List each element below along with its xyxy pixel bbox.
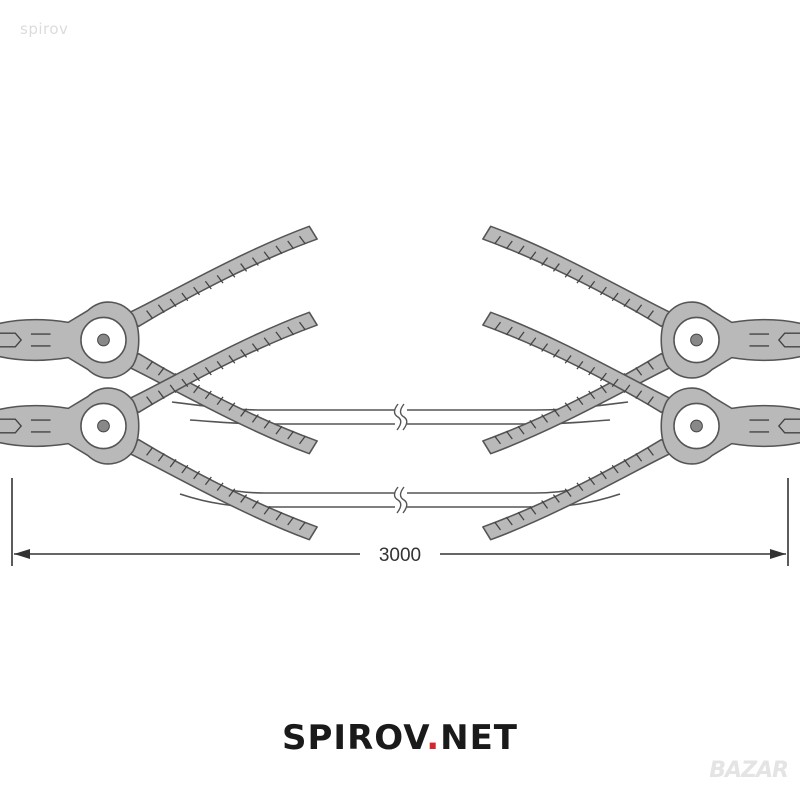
dimension-label: 3000 bbox=[379, 545, 421, 566]
bazar-logo: BAZAR bbox=[709, 758, 789, 783]
watermark-text: spirov bbox=[20, 20, 69, 38]
brand-name: SPIROV bbox=[282, 718, 427, 758]
brand-dot: . bbox=[426, 718, 441, 758]
brand-logo: SPIROV.NET bbox=[0, 718, 800, 758]
dimension-line: 3000 bbox=[11, 478, 789, 566]
brand-tld: NET bbox=[440, 718, 518, 758]
